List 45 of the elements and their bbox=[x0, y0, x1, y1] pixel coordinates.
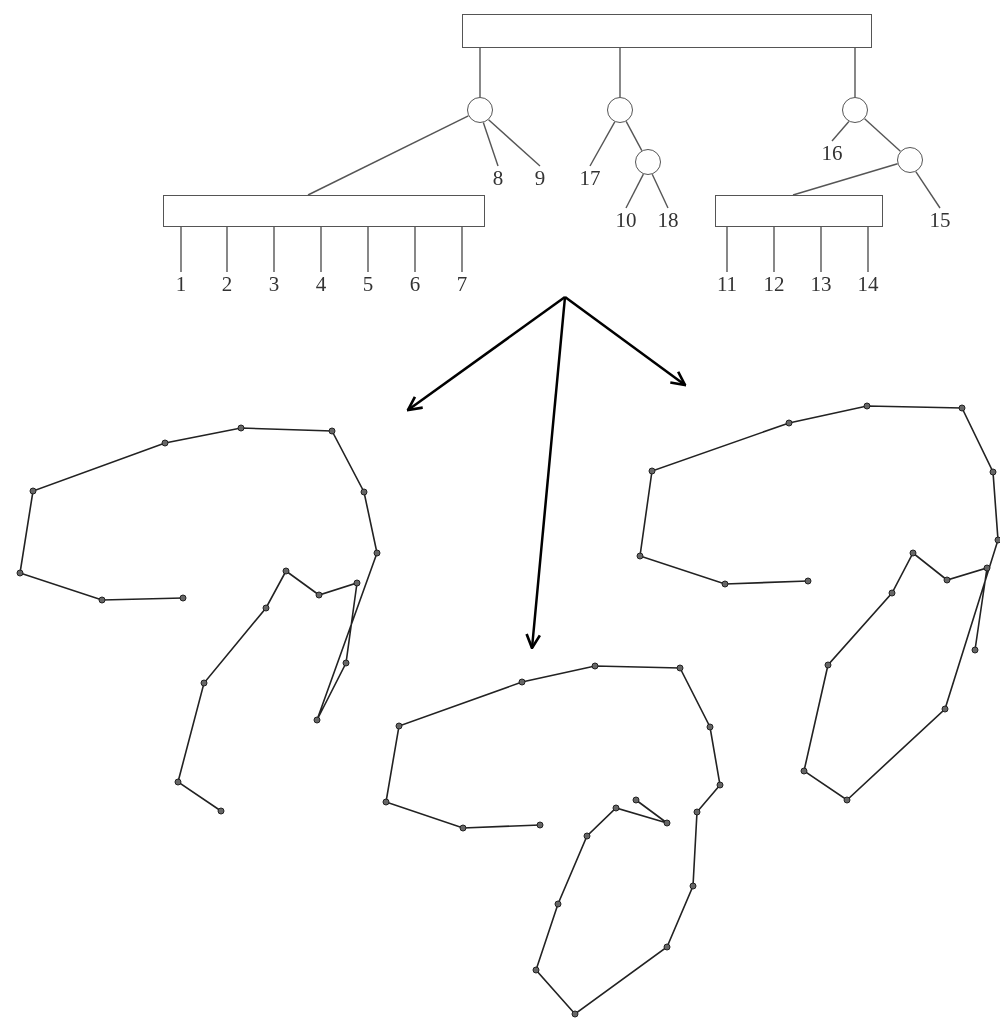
tree-bar bbox=[163, 195, 485, 227]
connector-line bbox=[461, 226, 463, 273]
leaf-number: 5 bbox=[361, 272, 375, 296]
connector-line bbox=[651, 173, 669, 209]
connector-line bbox=[854, 47, 856, 98]
connector-line bbox=[726, 226, 728, 273]
connector-line bbox=[792, 163, 899, 196]
connector-line bbox=[863, 118, 902, 152]
leaf-number: 14 bbox=[856, 272, 880, 296]
tree-bar bbox=[715, 195, 883, 227]
leaf-number: 8 bbox=[491, 166, 505, 190]
connector-line bbox=[180, 226, 182, 273]
leaf-number: 6 bbox=[408, 272, 422, 296]
leaf-number: 10 bbox=[614, 208, 638, 232]
leaf-number: 15 bbox=[928, 208, 952, 232]
connector-line bbox=[820, 226, 822, 273]
leaf-number: 9 bbox=[533, 166, 547, 190]
connector-line bbox=[482, 121, 499, 167]
connector-line bbox=[589, 121, 616, 167]
leaf-number: 2 bbox=[220, 272, 234, 296]
connector-line bbox=[487, 119, 541, 167]
leaf-number: 12 bbox=[762, 272, 786, 296]
leaf-number: 18 bbox=[656, 208, 680, 232]
leaf-number: 16 bbox=[820, 141, 844, 165]
connector-line bbox=[414, 226, 416, 273]
connector-line bbox=[773, 226, 775, 273]
connector-line bbox=[479, 47, 481, 98]
leaf-number: 11 bbox=[715, 272, 739, 296]
connector-line bbox=[273, 226, 275, 273]
connector-line bbox=[226, 226, 228, 273]
leaf-number: 13 bbox=[809, 272, 833, 296]
arrow bbox=[564, 296, 687, 387]
connector-line bbox=[619, 47, 621, 98]
connector-line bbox=[320, 226, 322, 273]
leaf-number: 7 bbox=[455, 272, 469, 296]
arrow bbox=[406, 296, 566, 412]
connector-line bbox=[625, 173, 645, 209]
leaf-number: 4 bbox=[314, 272, 328, 296]
connector-line bbox=[367, 226, 369, 273]
leaf-number: 1 bbox=[174, 272, 188, 296]
tree-bar bbox=[462, 14, 872, 48]
leaf-number: 3 bbox=[267, 272, 281, 296]
arrow bbox=[525, 296, 567, 650]
leaf-number: 17 bbox=[578, 166, 602, 190]
connector-line bbox=[867, 226, 869, 273]
